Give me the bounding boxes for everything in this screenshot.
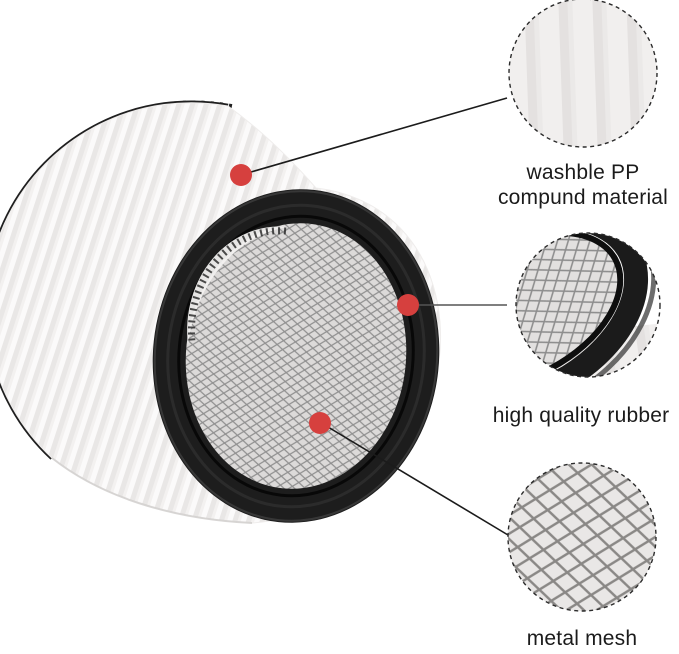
leader-line-pleat-material	[250, 97, 508, 173]
label-rubber: high quality rubber	[492, 404, 670, 427]
marker-dot-pleat-material	[230, 164, 252, 186]
leader-lines	[250, 97, 509, 536]
metal-mesh-front	[185, 223, 407, 489]
label-mesh: metal mesh	[526, 627, 638, 650]
label-pleat-material-line1: washble PP	[526, 161, 640, 184]
zoom-circle-pleat-material	[508, 0, 658, 148]
label-pleat-material-line2: compund material	[497, 186, 669, 209]
filter-bottom-shadow-edge	[51, 457, 253, 524]
leader-line-mesh	[327, 426, 509, 536]
marker-dot-rubber	[397, 294, 419, 316]
filter-photo-group	[0, 100, 442, 524]
label-pleat-material: washble PP compund material	[498, 160, 668, 210]
marker-dot-mesh	[309, 412, 331, 434]
marker-dots	[230, 164, 419, 434]
inner-pleats	[187, 226, 288, 345]
zoom-circle-mesh	[507, 462, 657, 612]
